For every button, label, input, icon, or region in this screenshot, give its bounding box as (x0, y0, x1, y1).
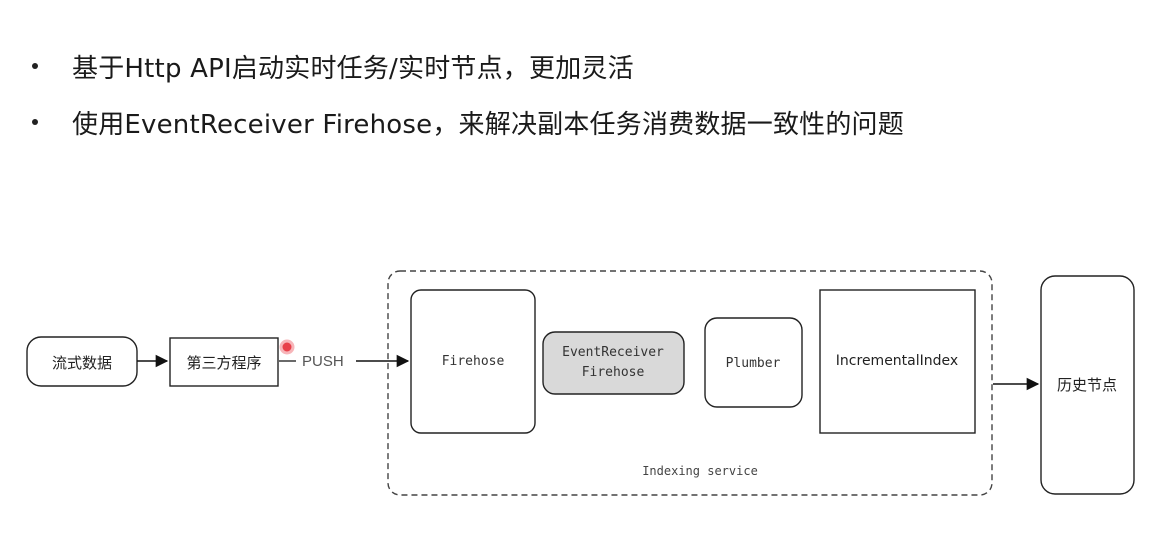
push-label: PUSH (302, 353, 344, 370)
bullet-list: 基于Http API启动实时任务/实时节点，更加灵活 使用EventReceiv… (26, 38, 904, 150)
firehose-label: Firehose (442, 354, 505, 369)
event-receiver-node (542, 331, 685, 395)
third-party-label: 第三方程序 (186, 354, 261, 372)
bullet-item-2: 使用EventReceiver Firehose，来解决副本任务消费数据一致性的… (26, 94, 904, 150)
third-party-node (169, 337, 279, 387)
indexing-service-group (387, 270, 993, 496)
plumber-label: Plumber (726, 356, 781, 371)
incremental-index-label: IncrementalIndex (836, 353, 958, 369)
history-node-label: 历史节点 (1057, 376, 1117, 394)
plumber-node (704, 317, 803, 408)
stream-data-label: 流式数据 (52, 354, 112, 372)
bullet-dot-icon (32, 63, 38, 69)
history-node (1040, 275, 1135, 495)
bullet-text: 基于Http API启动实时任务/实时节点，更加灵活 (72, 53, 634, 84)
bullet-item-1: 基于Http API启动实时任务/实时节点，更加灵活 (26, 38, 904, 94)
bullet-text: 使用EventReceiver Firehose，来解决副本任务消费数据一致性的… (72, 109, 904, 140)
cursor-marker-icon (279, 339, 295, 355)
group-label: Indexing service (642, 464, 758, 478)
event-receiver-label-line2: Firehose (582, 365, 645, 380)
firehose-node (410, 289, 536, 434)
event-receiver-label-line1: EventReceiver (562, 345, 664, 360)
incremental-index-node (819, 289, 976, 434)
bullet-dot-icon (32, 119, 38, 125)
